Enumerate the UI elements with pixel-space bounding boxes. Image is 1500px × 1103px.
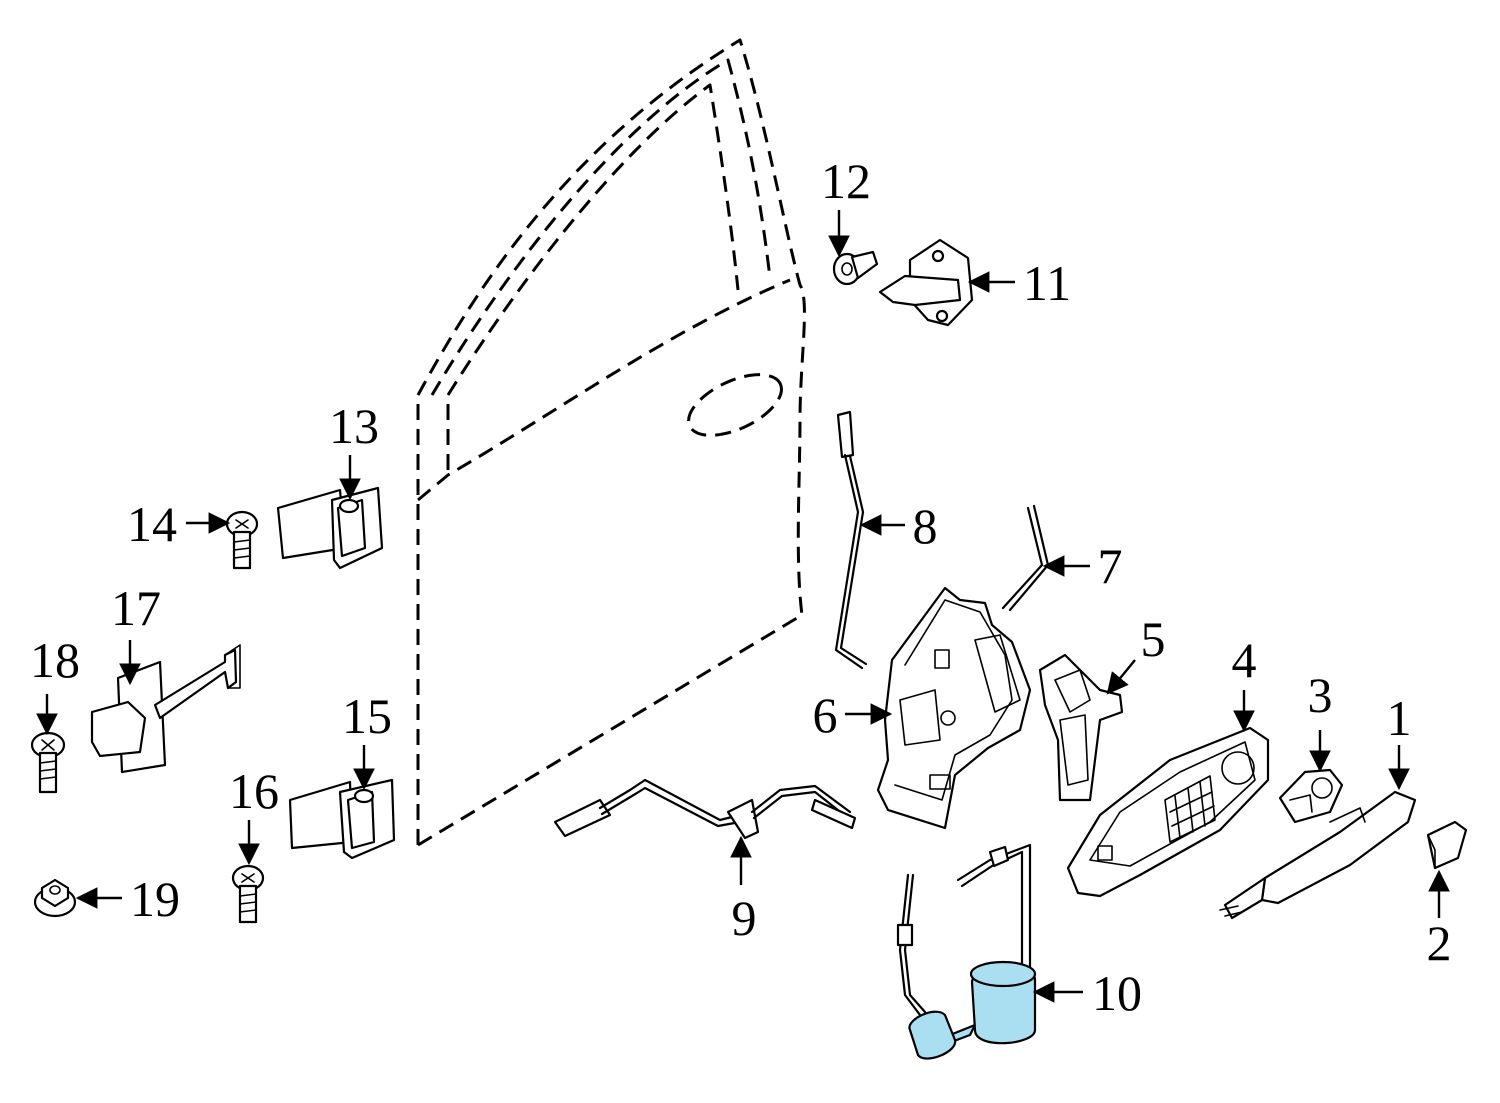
part-1-outer-handle[interactable] [1219, 790, 1417, 920]
callout-12: 12 [821, 153, 871, 209]
door-outline [416, 38, 806, 847]
part-12-bolt[interactable] [832, 250, 879, 286]
part-2-cap[interactable] [1426, 820, 1468, 870]
callout-2: 2 [1427, 915, 1452, 971]
part-7-rod[interactable] [1001, 504, 1050, 612]
part-6-lock-actuator[interactable] [876, 586, 1032, 830]
callout-5: 5 [1141, 611, 1166, 667]
callout-9: 9 [732, 890, 757, 946]
arrow-5 [1106, 659, 1136, 695]
part-16-bolt[interactable] [231, 864, 265, 924]
part-13-upper-hinge[interactable] [276, 486, 384, 570]
callout-14: 14 [127, 496, 177, 552]
callout-13: 13 [329, 398, 379, 454]
callout-17: 17 [111, 580, 161, 636]
callout-10: 10 [1092, 965, 1142, 1021]
callout-1: 1 [1387, 690, 1412, 746]
part-3-lock-cylinder[interactable] [1278, 768, 1344, 824]
callout-16: 16 [229, 763, 279, 819]
part-4-handle-frame[interactable] [1066, 726, 1270, 898]
part-5-bracket[interactable] [1038, 653, 1124, 802]
callout-labels: 1 2 3 4 5 6 7 8 9 10 11 12 13 14 15 16 1… [30, 153, 1452, 1021]
callout-3: 3 [1308, 667, 1333, 723]
part-8-lock-rod[interactable] [834, 410, 868, 670]
callout-arrows [36, 210, 1450, 1003]
part-9-cable[interactable] [553, 778, 857, 840]
part-17-door-check[interactable] [90, 644, 241, 774]
callout-19: 19 [130, 871, 180, 927]
part-11-striker[interactable] [878, 238, 974, 327]
callout-15: 15 [342, 688, 392, 744]
callout-11: 11 [1023, 255, 1071, 311]
part-15-lower-hinge[interactable] [288, 778, 396, 860]
callout-8: 8 [913, 498, 938, 554]
part-19-nut[interactable] [33, 878, 77, 918]
callout-7: 7 [1098, 538, 1123, 594]
callout-6: 6 [813, 687, 838, 743]
part-14-bolt[interactable] [225, 510, 259, 570]
callout-18: 18 [30, 632, 80, 688]
callout-4: 4 [1232, 632, 1257, 688]
part-10-cable-highlighted[interactable] [896, 843, 1037, 1060]
part-18-bolt[interactable] [30, 731, 66, 794]
